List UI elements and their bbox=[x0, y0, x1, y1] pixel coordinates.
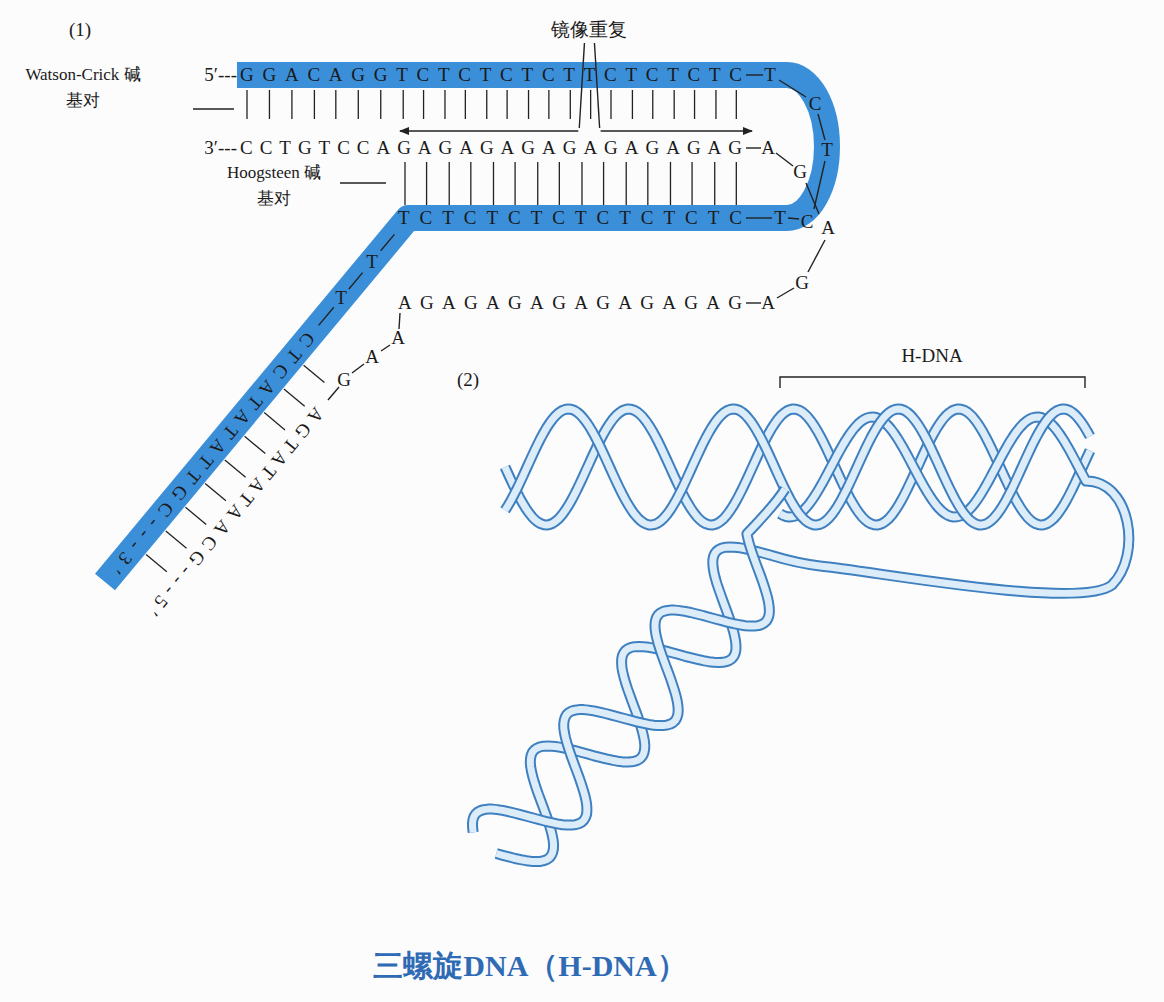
panel-number: (2) bbox=[457, 369, 479, 391]
pair-bar bbox=[264, 413, 285, 430]
helix-ribbons bbox=[473, 409, 1129, 862]
region-label: H-DNA bbox=[901, 345, 962, 367]
watson-crick-bars bbox=[247, 90, 736, 119]
pair-bar bbox=[610, 90, 611, 119]
pair-bar bbox=[670, 162, 671, 205]
pair-bar bbox=[465, 90, 466, 119]
base-sequence: TCTCTCTCTCTCTCTC bbox=[398, 207, 752, 229]
pair-bar bbox=[694, 90, 695, 119]
helix-strand bbox=[505, 409, 1090, 525]
base-sequence: GGACAGGTCTCTCTCTTCTCTCTC bbox=[240, 64, 751, 86]
pair-bar bbox=[736, 90, 737, 119]
pair-bar bbox=[559, 162, 560, 205]
base: C bbox=[801, 211, 814, 233]
base: A bbox=[761, 292, 775, 314]
pair-bar bbox=[528, 90, 529, 119]
base: T bbox=[774, 207, 786, 229]
pair-type-label: Hoogsteen 碱基对 bbox=[222, 160, 326, 211]
pair-bar bbox=[714, 162, 715, 205]
pair-bar bbox=[335, 90, 336, 119]
pair-bar bbox=[444, 90, 445, 119]
pair-bar bbox=[245, 436, 266, 453]
helix-strand bbox=[473, 489, 786, 832]
pair-bar bbox=[284, 389, 305, 406]
pair-bar bbox=[514, 162, 515, 205]
base: A bbox=[821, 217, 835, 239]
pair-bar bbox=[537, 162, 538, 205]
region-label: 镜像重复 bbox=[551, 19, 627, 41]
pair-bar bbox=[715, 90, 716, 119]
pair-bar bbox=[486, 90, 487, 119]
pair-bar bbox=[570, 90, 571, 119]
pair-bar bbox=[674, 90, 675, 119]
pair-bar bbox=[581, 162, 582, 205]
helix-strand bbox=[505, 409, 1090, 525]
base: G bbox=[793, 161, 807, 183]
pair-bar bbox=[736, 162, 737, 205]
pair-bar bbox=[225, 460, 246, 477]
base: T bbox=[764, 64, 776, 86]
helix-strand bbox=[505, 409, 1090, 525]
hoogsteen-bars bbox=[405, 162, 736, 205]
pair-bar bbox=[314, 90, 315, 119]
pair-bar bbox=[304, 365, 325, 382]
pair-bar bbox=[358, 90, 359, 119]
pair-bar bbox=[246, 90, 247, 119]
pair-bar bbox=[380, 90, 381, 119]
base-sequence: AGAGAGAGAGAGAGAG bbox=[398, 292, 750, 314]
helix-strand bbox=[473, 489, 786, 832]
base: T bbox=[821, 139, 833, 161]
panel-number: (1) bbox=[69, 19, 91, 41]
figure-caption: 三螺旋DNA（H-DNA） bbox=[373, 949, 686, 984]
pair-bar bbox=[603, 162, 604, 205]
pair-bar bbox=[146, 555, 167, 572]
base: T bbox=[366, 251, 378, 273]
base: G bbox=[795, 272, 809, 294]
helix-strand bbox=[505, 409, 1090, 525]
base: A bbox=[365, 346, 379, 368]
pair-bar bbox=[548, 90, 549, 119]
strand-band bbox=[105, 75, 827, 582]
base: A bbox=[391, 327, 405, 349]
base: T bbox=[335, 287, 347, 309]
strand-end: 5′--- bbox=[204, 64, 237, 86]
helix-strand bbox=[496, 417, 1129, 862]
base: C bbox=[809, 93, 822, 115]
pair-bar bbox=[403, 90, 404, 119]
base-sequence: CCTGTCCAGAGAGAGAGAGAGAGAG bbox=[240, 137, 749, 159]
pair-bar bbox=[647, 162, 648, 205]
pair-bar bbox=[506, 90, 507, 119]
pair-bar bbox=[426, 162, 427, 205]
region-bracket bbox=[780, 377, 1085, 388]
pair-bar bbox=[626, 162, 627, 205]
mirror-repeat-arrows bbox=[400, 43, 752, 131]
pair-bar bbox=[652, 90, 653, 119]
pair-type-label: Watson-Crick 碱基对 bbox=[22, 62, 144, 113]
pair-bar bbox=[423, 90, 424, 119]
pair-bar bbox=[691, 162, 692, 205]
pair-bar bbox=[590, 90, 591, 119]
pair-bar bbox=[449, 162, 450, 205]
base: G bbox=[337, 369, 351, 391]
strand-end: 3′--- bbox=[204, 137, 237, 159]
helix-strand bbox=[496, 417, 1129, 862]
pair-bar bbox=[269, 90, 270, 119]
pair-bar bbox=[404, 162, 405, 205]
diagonal-pair-bars bbox=[146, 365, 324, 572]
pair-bar bbox=[493, 162, 494, 205]
pair-bar bbox=[470, 162, 471, 205]
pair-bar bbox=[632, 90, 633, 119]
pair-bar bbox=[166, 531, 187, 548]
base: A bbox=[761, 137, 775, 159]
pair-bar bbox=[291, 90, 292, 119]
pair-bar bbox=[205, 484, 226, 501]
pair-bar bbox=[185, 507, 206, 524]
